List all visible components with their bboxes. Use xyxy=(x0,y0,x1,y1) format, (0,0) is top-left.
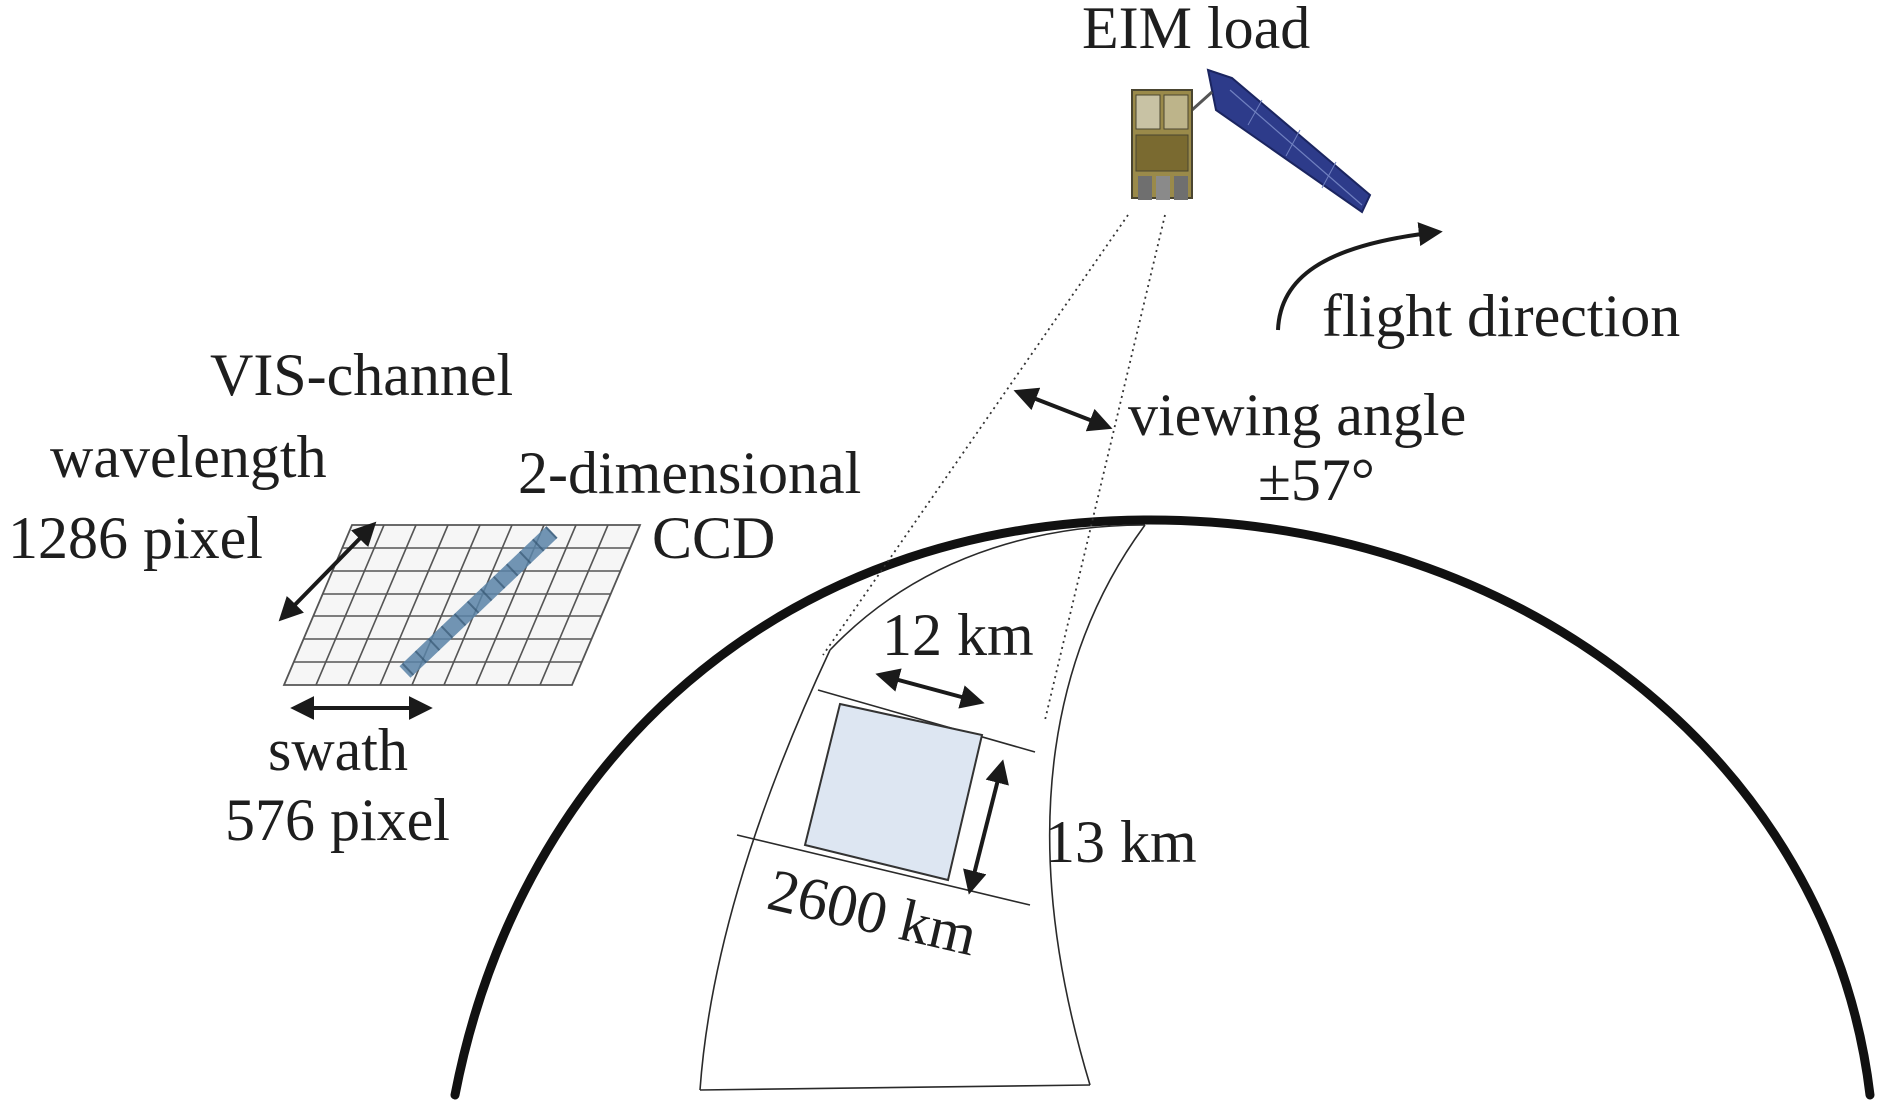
ccd-line2-label: CCD xyxy=(652,505,775,571)
viewing-angle-value-label: ±57° xyxy=(1258,447,1375,513)
solar-panel-boom xyxy=(1190,90,1214,112)
earth-limb xyxy=(450,515,1875,1100)
wavelength-label: wavelength xyxy=(50,424,327,490)
along-track-arrow xyxy=(875,668,985,709)
swath-pixels-label: 576 pixel xyxy=(225,787,450,853)
wavelength-pixels-label: 1286 pixel xyxy=(8,505,263,571)
cross-track-width-label: 13 km xyxy=(1045,809,1197,875)
vis-channel-label: VIS-channel xyxy=(210,342,513,408)
wavelength-arrow xyxy=(278,521,377,622)
flight-direction-label: flight direction xyxy=(1322,283,1680,349)
swath-label: swath xyxy=(268,717,408,783)
ground-swath-strip xyxy=(699,524,1146,1091)
ccd-active-line xyxy=(399,526,558,678)
viewing-angle-arrow xyxy=(1013,387,1113,432)
satellite xyxy=(1131,68,1372,214)
ccd-line1-label: 2-dimensional xyxy=(518,440,861,506)
viewing-angle-label: viewing angle xyxy=(1128,382,1466,448)
view-line-right xyxy=(1044,214,1166,721)
along-track-width-label: 12 km xyxy=(882,602,1034,668)
flight-direction-arrow xyxy=(1276,222,1443,331)
ccd-grid xyxy=(282,524,642,686)
view-line-left xyxy=(822,214,1129,656)
eim-load-label: EIM load xyxy=(1082,0,1310,61)
pixel-footprint xyxy=(803,702,984,882)
cross-track-arrow xyxy=(963,759,1009,895)
